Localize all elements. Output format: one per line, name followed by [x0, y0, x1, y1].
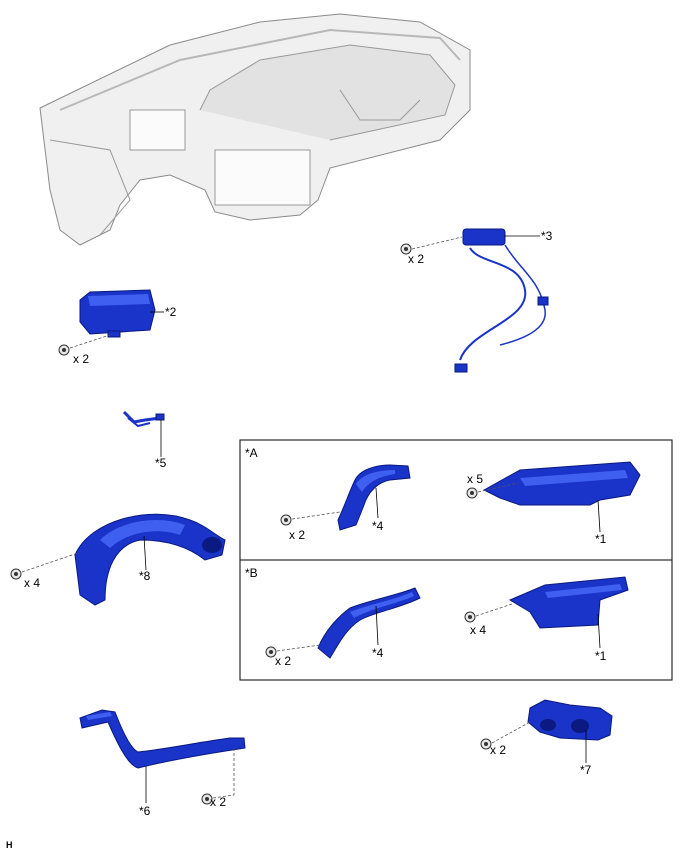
bolt-icon [400, 243, 412, 255]
qty-part-7: x 2 [490, 743, 506, 757]
label-part-8: *8 [139, 569, 151, 583]
qty-a-part-1: x 5 [467, 472, 483, 486]
bolt-icon [464, 611, 476, 623]
instrument-panel-frame [39, 13, 471, 246]
qty-part-8: x 4 [24, 576, 40, 590]
bolt-icon [466, 487, 478, 499]
part-1a-panel [482, 461, 641, 506]
variant-box [239, 439, 673, 681]
part-1b-panel [508, 576, 629, 629]
label-part-7: *7 [580, 763, 592, 777]
label-part-5: *5 [155, 456, 167, 470]
bolt-icon [58, 344, 70, 356]
qty-part-3: x 2 [408, 252, 424, 266]
variant-a-label: *A [245, 446, 258, 460]
qty-b-part-4: x 2 [275, 654, 291, 668]
qty-a-part-4: x 2 [289, 528, 305, 542]
bolt-icon [280, 514, 292, 526]
label-a-part-1: *1 [595, 532, 607, 546]
label-part-2: *2 [165, 305, 177, 319]
part-8-duct [74, 513, 226, 606]
part-7-vent [527, 699, 613, 741]
part-6-duct [79, 709, 246, 769]
part-4b-duct [317, 587, 421, 659]
label-part-6: *6 [139, 804, 151, 818]
part-3-module [454, 228, 549, 373]
bolt-icon [201, 793, 213, 805]
footer-code: H [6, 840, 13, 850]
label-part-3: *3 [541, 229, 553, 243]
bolt-icon [480, 738, 492, 750]
qty-b-part-1: x 4 [470, 623, 486, 637]
label-b-part-1: *1 [595, 649, 607, 663]
label-b-part-4: *4 [372, 646, 384, 660]
bolt-icon [265, 646, 277, 658]
bolt-icon [10, 568, 22, 580]
label-a-part-4: *4 [372, 519, 384, 533]
part-4a-duct [337, 464, 411, 531]
variant-b-label: *B [245, 566, 258, 580]
part-2-box [79, 289, 156, 338]
qty-part-2: x 2 [73, 352, 89, 366]
qty-part-6: x 2 [210, 795, 226, 809]
part-5-wire [122, 410, 165, 428]
